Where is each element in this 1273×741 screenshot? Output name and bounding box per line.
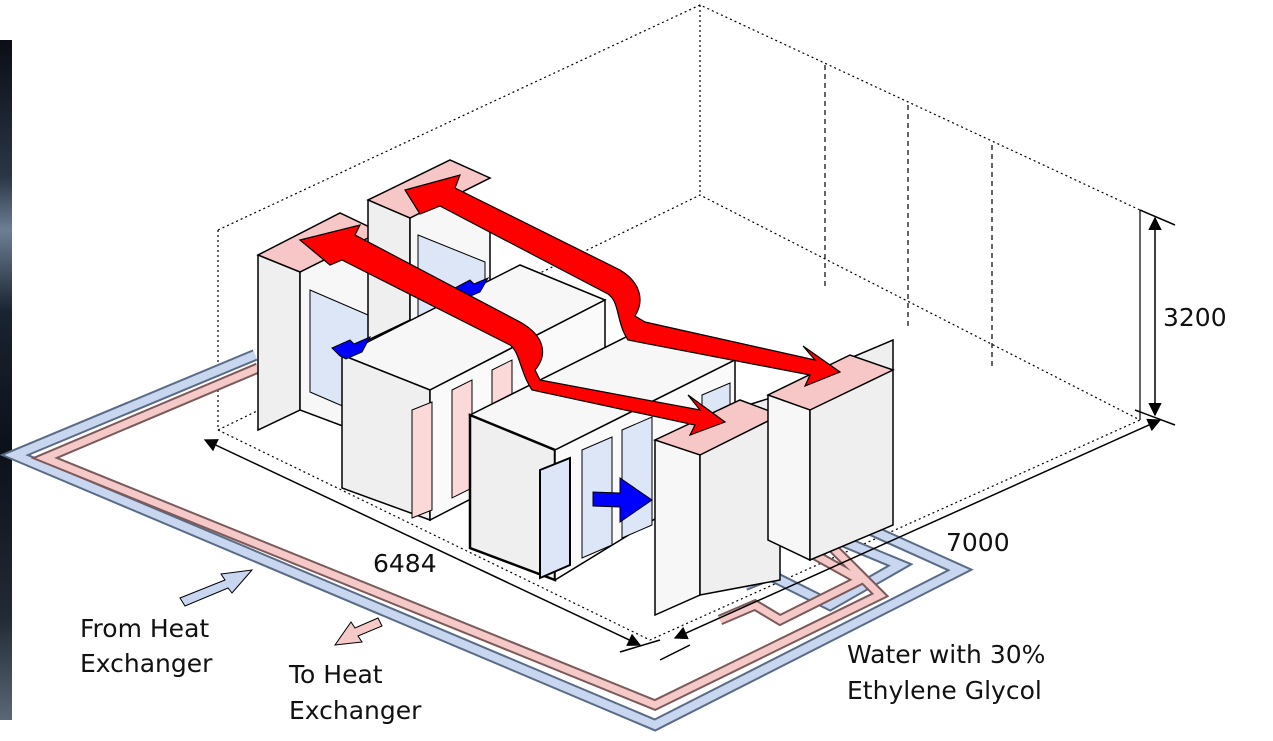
dimension-arrow-icon (203, 209, 1176, 661)
coolant-label-line2: Ethylene Glycol (847, 676, 1042, 705)
length-dimension-label: 6484 (373, 549, 437, 578)
from-heat-exchanger-label-line1: From Heat (80, 614, 209, 643)
coolant-label-line1: Water with 30% (847, 640, 1045, 669)
from-heat-exchanger-label-line2: Exchanger (80, 649, 213, 678)
to-heat-exchanger-label-line2: Exchanger (289, 696, 422, 725)
height-dimension-label: 3200 (1163, 303, 1227, 332)
width-dimension-label: 7000 (946, 528, 1010, 557)
to-heat-exchanger-label-line1: To Heat (288, 660, 383, 689)
flow-direction-arrow-icon (179, 569, 383, 646)
left-edge-strip (0, 40, 12, 720)
hot-air-arrow-icon (298, 174, 842, 437)
